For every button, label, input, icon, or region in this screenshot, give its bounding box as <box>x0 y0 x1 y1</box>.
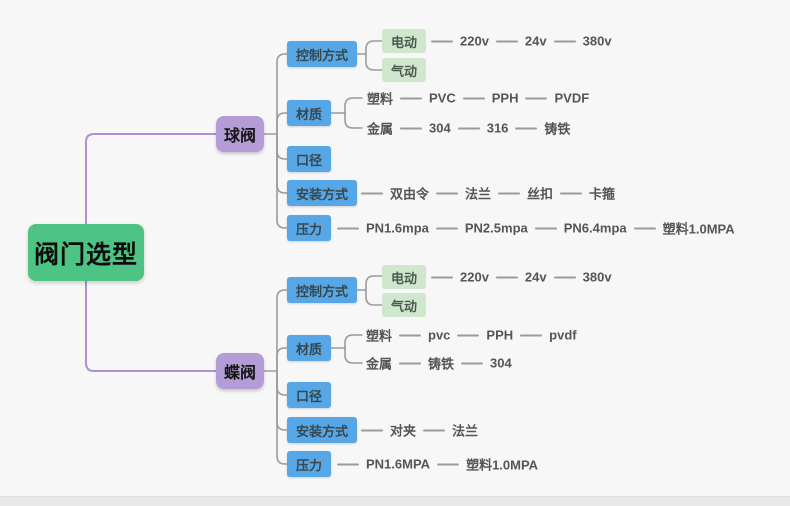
butterfly-category-install-method[interactable]: 安装方式 <box>287 417 357 443</box>
chain-node-install[interactable]: 对夹 <box>390 423 417 439</box>
dash-line <box>462 97 485 99</box>
dash-line <box>495 276 518 278</box>
chain-node-material[interactable]: 铸铁 <box>544 121 571 137</box>
branch-node-ball-valve[interactable]: 球阀 <box>216 116 264 152</box>
chain-node-material[interactable]: pvdf <box>549 327 577 343</box>
butterfly-plastic-chain: 塑料 pvc PPH pvdf <box>366 326 577 345</box>
dash-line <box>431 40 453 42</box>
dash-line <box>399 334 422 336</box>
ball-category-control-method[interactable]: 控制方式 <box>287 41 357 67</box>
chain-node-material[interactable]: 铸铁 <box>428 356 455 372</box>
ball-install-chain: 双由令 法兰 丝扣 卡箍 <box>361 184 615 203</box>
dash-line <box>495 40 518 42</box>
ball-pressure-chain: PN1.6mpa PN2.5mpa PN6.4mpa 塑料1.0MPA <box>337 219 735 238</box>
dash-line <box>337 463 359 465</box>
dash-line <box>436 192 459 194</box>
chain-node-install[interactable]: 丝扣 <box>527 186 554 202</box>
chain-node-voltage[interactable]: 24v <box>524 269 547 285</box>
dash-line <box>437 463 460 465</box>
dash-line <box>400 97 423 99</box>
dash-line <box>361 429 383 431</box>
ball-voltage-chain: 220v 24v 380v <box>431 34 612 49</box>
dash-line <box>520 334 543 336</box>
chain-node-material[interactable]: PPH <box>491 90 519 106</box>
ball-leaf-pneumatic[interactable]: 气动 <box>382 58 426 82</box>
butterfly-category-pressure[interactable]: 压力 <box>287 451 331 477</box>
dash-line <box>525 97 548 99</box>
ball-leaf-electric[interactable]: 电动 <box>382 29 426 53</box>
ball-category-diameter[interactable]: 口径 <box>287 146 331 172</box>
root-node[interactable]: 阀门选型 <box>28 224 144 281</box>
chain-node-pressure[interactable]: PN6.4mpa <box>563 220 627 236</box>
chain-node-voltage[interactable]: 24v <box>524 33 547 49</box>
chain-node-install[interactable]: 双由令 <box>390 186 430 202</box>
dash-line <box>633 227 656 229</box>
ball-plastic-chain: 塑料 PVC PPH PVDF <box>367 89 589 108</box>
butterfly-leaf-electric[interactable]: 电动 <box>382 265 426 289</box>
dash-line <box>553 276 576 278</box>
chain-node-pressure[interactable]: PN1.6MPA <box>366 456 431 472</box>
chain-node-material[interactable]: PVDF <box>554 90 590 106</box>
chain-node-pressure[interactable]: 塑料1.0MPA <box>662 221 735 237</box>
ball-category-pressure[interactable]: 压力 <box>287 215 331 241</box>
chain-node-material[interactable]: 304 <box>429 120 451 136</box>
ball-category-material[interactable]: 材质 <box>287 100 331 126</box>
dash-line <box>423 429 446 431</box>
dash-line <box>337 227 359 229</box>
dash-line <box>534 227 557 229</box>
chain-node-install[interactable]: 法兰 <box>465 186 492 202</box>
butterfly-category-material[interactable]: 材质 <box>287 335 331 361</box>
chain-node-voltage[interactable]: 220v <box>460 269 489 285</box>
dash-line <box>498 192 521 194</box>
chain-node-material[interactable]: 金属 <box>367 121 394 137</box>
ball-category-install-method[interactable]: 安装方式 <box>287 180 357 206</box>
chain-node-voltage[interactable]: 380v <box>582 269 612 285</box>
dash-line <box>435 227 458 229</box>
dash-line <box>400 127 423 129</box>
dash-line <box>515 127 538 129</box>
butterfly-category-control-method[interactable]: 控制方式 <box>287 277 357 303</box>
dash-line <box>399 362 422 364</box>
butterfly-pressure-chain: PN1.6MPA 塑料1.0MPA <box>337 455 538 474</box>
butterfly-category-diameter[interactable]: 口径 <box>287 382 331 408</box>
chain-node-material[interactable]: PVC <box>429 90 456 106</box>
chain-node-voltage[interactable]: 380v <box>582 33 612 49</box>
chain-node-install[interactable]: 卡箍 <box>589 186 616 202</box>
branch-node-butterfly-valve[interactable]: 蝶阀 <box>216 353 264 389</box>
chain-node-material[interactable]: 塑料 <box>366 328 393 344</box>
chain-node-material[interactable]: 316 <box>486 120 509 136</box>
chain-node-material[interactable]: PPH <box>486 327 514 343</box>
butterfly-voltage-chain: 220v 24v 380v <box>431 270 612 285</box>
dash-line <box>457 334 480 336</box>
chain-node-pressure[interactable]: 塑料1.0MPA <box>466 457 539 473</box>
chain-node-pressure[interactable]: PN1.6mpa <box>366 220 429 236</box>
chain-node-material[interactable]: pvc <box>428 327 451 343</box>
chain-node-material[interactable]: 金属 <box>366 356 393 372</box>
dash-line <box>553 40 576 42</box>
chain-node-material[interactable]: 304 <box>490 355 512 371</box>
chain-node-voltage[interactable]: 220v <box>460 33 489 49</box>
dash-line <box>431 276 453 278</box>
dash-line <box>461 362 484 364</box>
chain-node-pressure[interactable]: PN2.5mpa <box>464 220 528 236</box>
chain-node-material[interactable]: 塑料 <box>367 91 394 107</box>
butterfly-metal-chain: 金属 铸铁 304 <box>366 354 512 373</box>
ball-metal-chain: 金属 304 316 铸铁 <box>367 119 570 138</box>
chain-node-install[interactable]: 法兰 <box>452 423 479 439</box>
butterfly-install-chain: 对夹 法兰 <box>361 421 478 440</box>
dash-line <box>560 192 583 194</box>
canvas-bottom-edge <box>0 496 790 506</box>
dash-line <box>361 192 383 194</box>
butterfly-leaf-pneumatic[interactable]: 气动 <box>382 293 426 317</box>
dash-line <box>457 127 480 129</box>
